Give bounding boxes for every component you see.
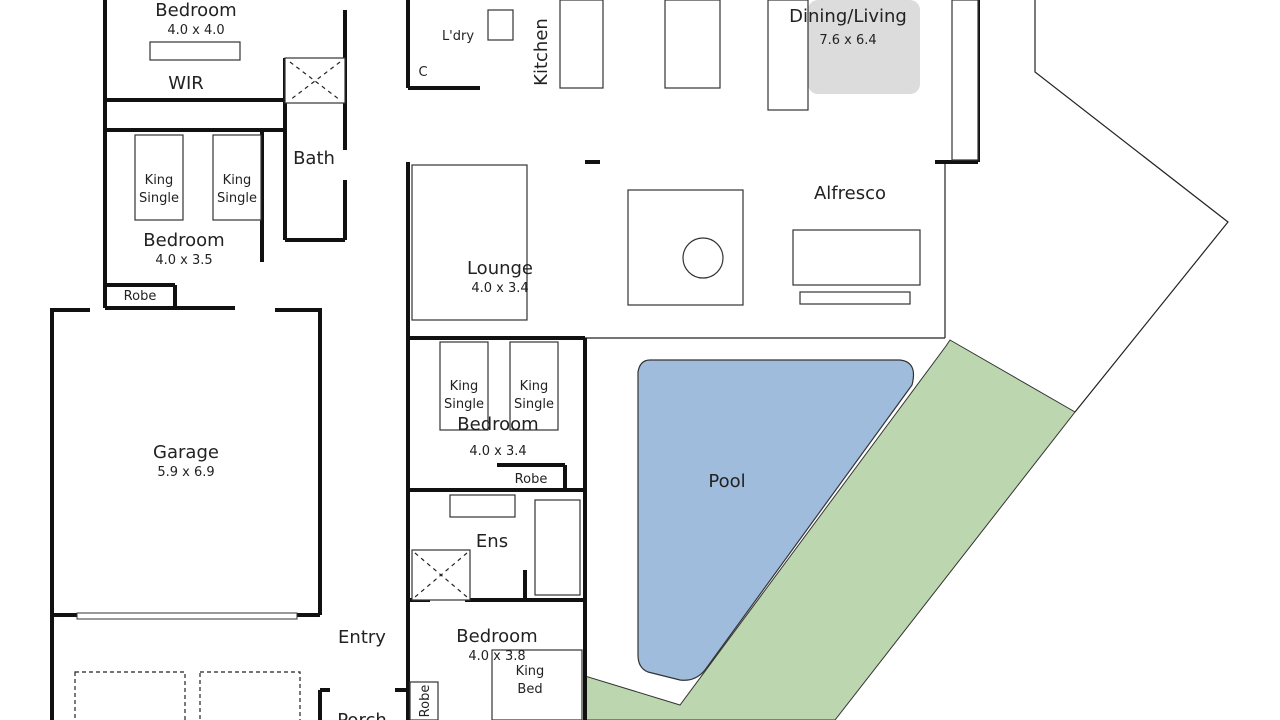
site-boundary xyxy=(1034,0,1229,413)
laundry-label: L'dry xyxy=(442,29,474,44)
dining-label: Dining/Living xyxy=(789,6,907,27)
bedroom2-label: Bedroom xyxy=(143,230,224,251)
bed-label: Single xyxy=(139,191,179,206)
cupboard-label: C xyxy=(418,65,427,80)
bed-label: Single xyxy=(444,397,484,412)
bed-label: Single xyxy=(514,397,554,412)
pool xyxy=(637,359,915,681)
robe4-label: Robe xyxy=(418,685,433,718)
bedroom1-label: Bedroom xyxy=(155,0,236,21)
lounge-size: 4.0 x 3.4 xyxy=(471,281,528,296)
bedroom1-size: 4.0 x 4.0 xyxy=(167,23,224,38)
entry-label: Entry xyxy=(338,627,386,648)
bedroom3-size: 4.0 x 3.4 xyxy=(469,444,526,459)
fixtures xyxy=(74,0,979,720)
garage-size: 5.9 x 6.9 xyxy=(157,465,214,480)
bedroom3-label: Bedroom xyxy=(457,414,538,435)
alfresco-label: Alfresco xyxy=(814,183,886,204)
kitchen-label: Kitchen xyxy=(531,18,552,86)
bed-label: King xyxy=(450,379,479,394)
bed-label: King xyxy=(520,379,549,394)
bed-label: King xyxy=(516,664,545,679)
bed-label: Single xyxy=(217,191,257,206)
robe3-label: Robe xyxy=(515,472,548,487)
bed-label: Bed xyxy=(517,682,542,697)
bedroom4-label: Bedroom xyxy=(456,626,537,647)
lounge-label: Lounge xyxy=(467,258,533,279)
robe2-label: Robe xyxy=(124,289,157,304)
ens-label: Ens xyxy=(476,531,508,552)
bath-label: Bath xyxy=(293,148,335,169)
bedroom2-size: 4.0 x 3.5 xyxy=(155,253,212,268)
living-rug xyxy=(808,0,920,94)
bed-label: King xyxy=(145,173,174,188)
garage-label: Garage xyxy=(153,442,219,463)
bedroom4-size: 4.0 x 3.8 xyxy=(468,649,525,664)
dining-size: 7.6 x 6.4 xyxy=(819,33,876,48)
wir-label: WIR xyxy=(168,73,204,94)
porch-label: Porch xyxy=(337,710,387,720)
pool-label: Pool xyxy=(708,471,745,492)
bed-label: King xyxy=(223,173,252,188)
